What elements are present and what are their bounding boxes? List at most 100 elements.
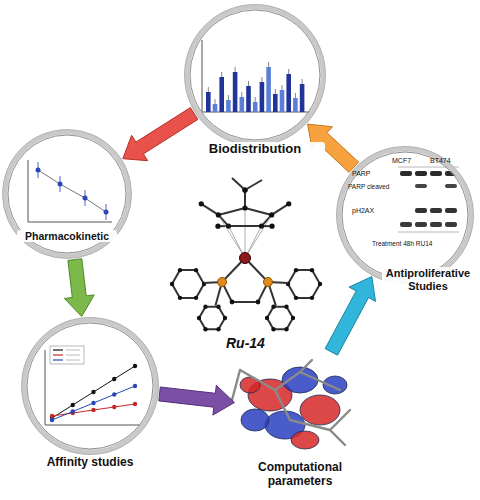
molecule-stick [290,420,330,430]
data-point [91,390,95,394]
chart-legend-box [50,346,84,364]
atom [242,187,247,192]
chart-bar [300,84,305,112]
blot-band [415,222,427,227]
blot-band [400,171,412,176]
bond [201,204,218,215]
chart-bar [219,77,224,112]
data-point [71,409,75,413]
molecule-stick [300,372,340,390]
legend-line [66,355,80,356]
atom [269,212,274,217]
chart-bar [280,90,285,112]
orbital-lobe [291,431,319,449]
atom [291,316,295,320]
phenyl-ring [288,270,320,298]
bond [272,204,289,215]
atom [226,223,231,228]
blot-band [400,222,412,227]
blot-band [415,208,427,213]
legend-line [66,350,80,351]
phosphorus-atom [264,278,273,287]
chart-bar [246,86,251,112]
atom [271,327,275,331]
atom [194,296,198,300]
protein-label: PARP cleaved [348,183,389,190]
legend-line [53,354,63,355]
chart-axis [45,350,46,425]
lens-ring [187,7,323,143]
atom [286,201,291,206]
lens-ring [22,318,159,455]
molecule-stick [240,370,275,390]
molecule-stick [232,370,240,400]
bond [218,208,245,215]
flow-arrow [325,277,375,356]
blot-band [430,222,442,227]
legend-line [53,349,63,350]
data-point [112,377,116,381]
chart-bar [253,102,258,112]
data-point [112,392,116,396]
lens-ground [24,320,156,452]
error-bar [248,81,249,86]
legend-line [53,359,63,360]
atom [230,300,235,305]
atom [269,224,274,229]
chart-bar [286,74,291,112]
error-bar [215,99,216,104]
atom [194,268,198,272]
atom [256,300,261,305]
atom [178,296,182,300]
bond [245,215,272,258]
node-title: Affinity studies [20,456,160,470]
chart-bar [206,92,211,112]
phenyl-ring [172,270,204,298]
compound-label: Ru-14 [226,336,265,351]
error-bar [302,79,303,84]
error-bar [275,89,276,94]
legend-line [66,360,80,361]
study-circle: Affinity studies [20,318,160,478]
cell-line: BT474 [430,157,451,165]
data-point [112,405,116,409]
chart-bar [266,67,271,112]
lens-ground [339,149,471,281]
data-point [50,414,54,418]
blot-band [415,184,427,188]
phosphorus-atom [218,278,227,287]
lens-ring [3,130,132,259]
error-bar [295,93,296,98]
error-bar [288,69,289,74]
lens-ring [190,10,320,140]
lens-ring [5,132,129,256]
bond [244,190,246,208]
lens-ring [185,5,326,146]
error-bar [235,67,236,72]
atom [284,305,288,309]
blot-divider [398,232,459,233]
molecule-stick [330,410,350,430]
atom [310,268,314,272]
atom [242,187,247,192]
atom [294,296,298,300]
node-title: Computational parameters [240,461,360,489]
chart-axis [45,425,140,426]
chart-bar [240,97,245,112]
error-bar [268,62,269,67]
bond [229,225,262,227]
study-circle: Antiproliferative Studies [337,147,477,297]
blot-band [445,208,457,213]
chart-bar [213,104,218,112]
blot-band [415,171,427,176]
atom [265,316,269,320]
atom [170,282,174,286]
lens-outline [20,318,160,478]
error-bar [255,97,256,102]
atom [216,327,220,331]
molecule-stick [330,430,345,445]
protein-label: PARP [352,170,371,178]
lens-ring [342,152,468,278]
